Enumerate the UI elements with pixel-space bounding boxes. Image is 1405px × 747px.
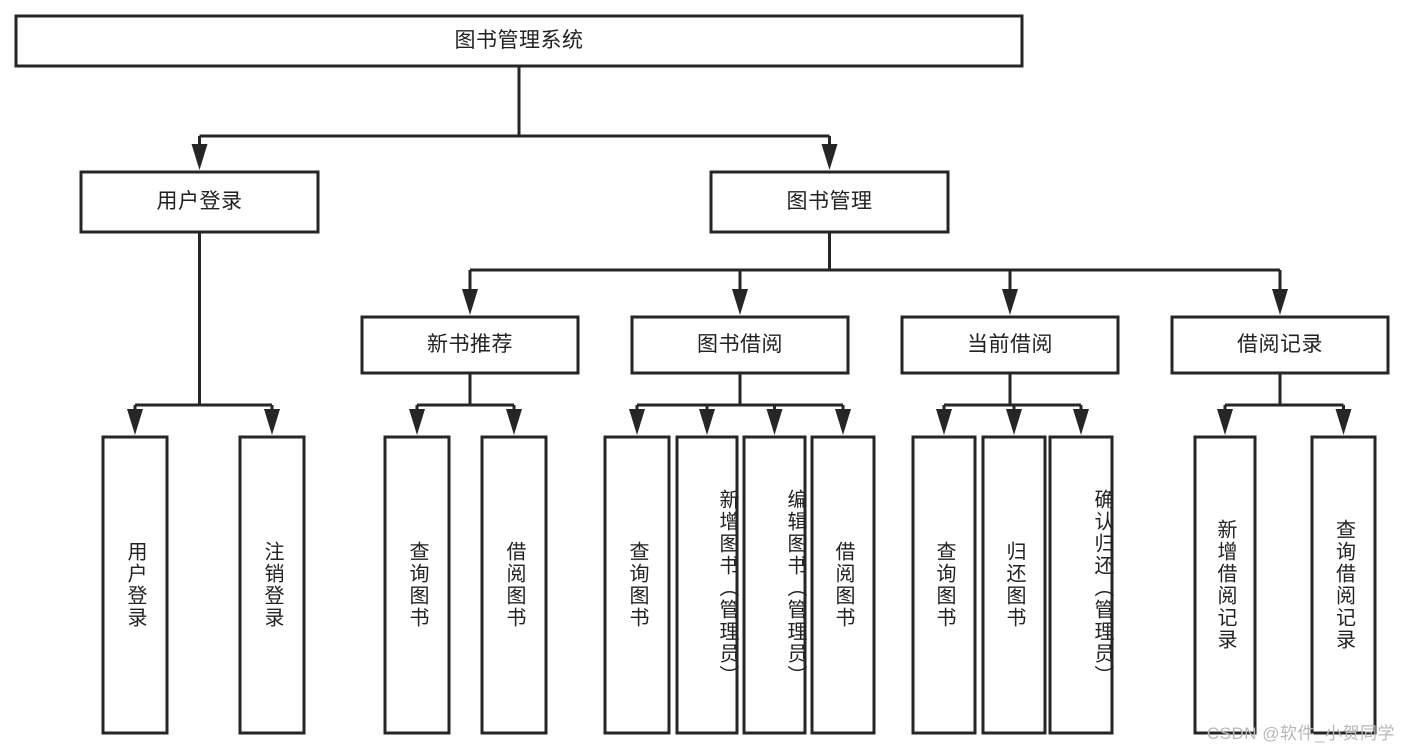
arrow-head-icon: [732, 289, 748, 315]
node-box-leaf-edit-book[interactable]: [742, 435, 807, 735]
node-box-leaf-confirm-return[interactable]: [1048, 435, 1114, 735]
arrow-head-icon: [1073, 409, 1089, 435]
node-box-leaf-query-record[interactable]: [1310, 435, 1377, 735]
arrow-head-icon: [629, 409, 645, 435]
arrow-head-icon: [1217, 409, 1233, 435]
node-box-leaf-query-book-borrow[interactable]: [603, 435, 671, 735]
node-box-leaf-logout[interactable]: [238, 435, 306, 735]
arrow-head-icon: [835, 409, 851, 435]
arrow-head-icon: [506, 409, 522, 435]
node-box-book-manage[interactable]: [709, 170, 950, 234]
arrow-head-icon: [409, 409, 425, 435]
arrow-head-icon: [462, 289, 478, 315]
node-box-leaf-query-book-current[interactable]: [911, 435, 977, 735]
node-box-leaf-borrow-book[interactable]: [810, 435, 876, 735]
node-box-leaf-add-record[interactable]: [1193, 435, 1257, 735]
arrow-head-icon: [936, 409, 952, 435]
node-box-current-borrow[interactable]: [900, 315, 1120, 375]
arrow-head-icon: [1002, 289, 1018, 315]
arrow-head-icon: [821, 144, 838, 170]
arrow-head-icon: [1272, 289, 1288, 315]
node-box-leaf-return-book[interactable]: [981, 435, 1047, 735]
arrow-head-icon: [191, 144, 208, 170]
arrow-head-icon: [264, 409, 280, 435]
node-box-leaf-user-login[interactable]: [101, 435, 169, 735]
node-box-leaf-add-book[interactable]: [675, 435, 739, 735]
node-box-root[interactable]: [14, 14, 1024, 68]
node-box-borrow-record[interactable]: [1170, 315, 1390, 375]
arrow-head-icon: [1335, 409, 1352, 435]
node-box-new-book-recommend[interactable]: [360, 315, 580, 375]
node-box-leaf-query-book-new[interactable]: [383, 435, 451, 735]
arrow-head-icon: [766, 409, 783, 435]
arrow-head-icon: [127, 409, 143, 435]
node-box-book-borrow[interactable]: [630, 315, 850, 375]
node-box-leaf-borrow-book-new[interactable]: [480, 435, 548, 735]
arrow-head-icon: [1006, 409, 1022, 435]
arrow-head-icon: [699, 409, 715, 435]
node-box-user-login[interactable]: [79, 170, 320, 234]
